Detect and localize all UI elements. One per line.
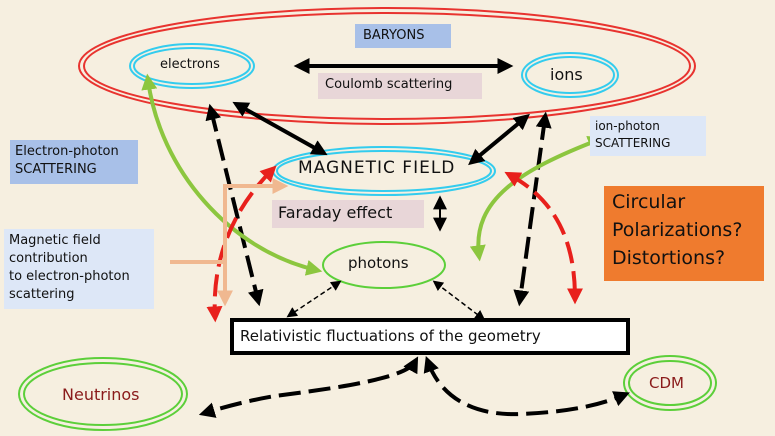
- faraday-label-box: [272, 200, 424, 228]
- ions-label: ions: [550, 65, 583, 84]
- electrons-label: electrons: [160, 57, 220, 72]
- magnetic-contribution-box: [4, 229, 154, 309]
- arrow-photons-geometry-right: [432, 280, 486, 321]
- question-box: [604, 186, 764, 281]
- ion-photon-line-2: SCATTERING: [595, 136, 671, 150]
- question-line-1: Circular: [612, 191, 686, 213]
- neutrinos-ellipse-inner: [23, 362, 183, 426]
- neutrinos-label: Neutrinos: [62, 385, 140, 404]
- magnetic-contribution-line-1: Magnetic field: [9, 233, 101, 248]
- electron-photon-line-2: SCATTERING: [15, 162, 97, 177]
- photons-ellipse: [322, 241, 446, 289]
- baryons-label-box: [355, 24, 451, 48]
- cdm-label: CDM: [649, 374, 684, 392]
- arrow-geometry-cdm: [423, 355, 630, 417]
- ion-photon-box: [590, 116, 706, 156]
- electron-photon-box: [10, 140, 138, 184]
- arrow-magnetic-geometry-right: [504, 171, 583, 305]
- baryon-ellipse-inner: [83, 12, 691, 120]
- magnetic-contribution-line-3: to electron-photon: [9, 269, 130, 284]
- arrow-geometry-neutrinos: [198, 356, 419, 418]
- baryon-ellipse-outer: [78, 7, 696, 125]
- photons-label: photons: [348, 254, 409, 272]
- arrow-magnetic-contribution-up: [170, 178, 289, 264]
- arrow-photons-geometry-left: [286, 280, 342, 318]
- baryons-label: BARYONS: [363, 28, 425, 43]
- arrow-electrons-magnetic: [232, 101, 328, 156]
- arrow-electrons-geometry: [205, 103, 264, 307]
- electron-photon-line-1: Electron-photon: [15, 144, 119, 159]
- ions-ellipse: [521, 52, 619, 98]
- neutrinos-ellipse: [18, 357, 188, 431]
- faraday-label: Faraday effect: [278, 203, 393, 222]
- magnetic-contribution-line-4: scattering: [9, 287, 75, 302]
- magnetic-field-label: MAGNETIC FIELD: [298, 158, 456, 178]
- ions-ellipse-inner: [525, 56, 615, 94]
- question-line-3: Distortions?: [612, 247, 726, 269]
- arrow-electron-photon-scattering: [141, 73, 323, 276]
- arrow-ions-geometry: [513, 111, 552, 307]
- geometry-box: [230, 318, 630, 355]
- coulomb-label-box: [318, 73, 482, 99]
- question-line-2: Polarizations?: [612, 219, 743, 241]
- coulomb-label: Coulomb scattering: [325, 77, 453, 92]
- ion-photon-line-1: ion-photon: [595, 119, 660, 133]
- geometry-label: Relativistic fluctuations of the geometr…: [240, 327, 541, 345]
- magnetic-contribution-line-2: contribution: [9, 251, 88, 266]
- arrow-ions-magnetic: [468, 113, 530, 166]
